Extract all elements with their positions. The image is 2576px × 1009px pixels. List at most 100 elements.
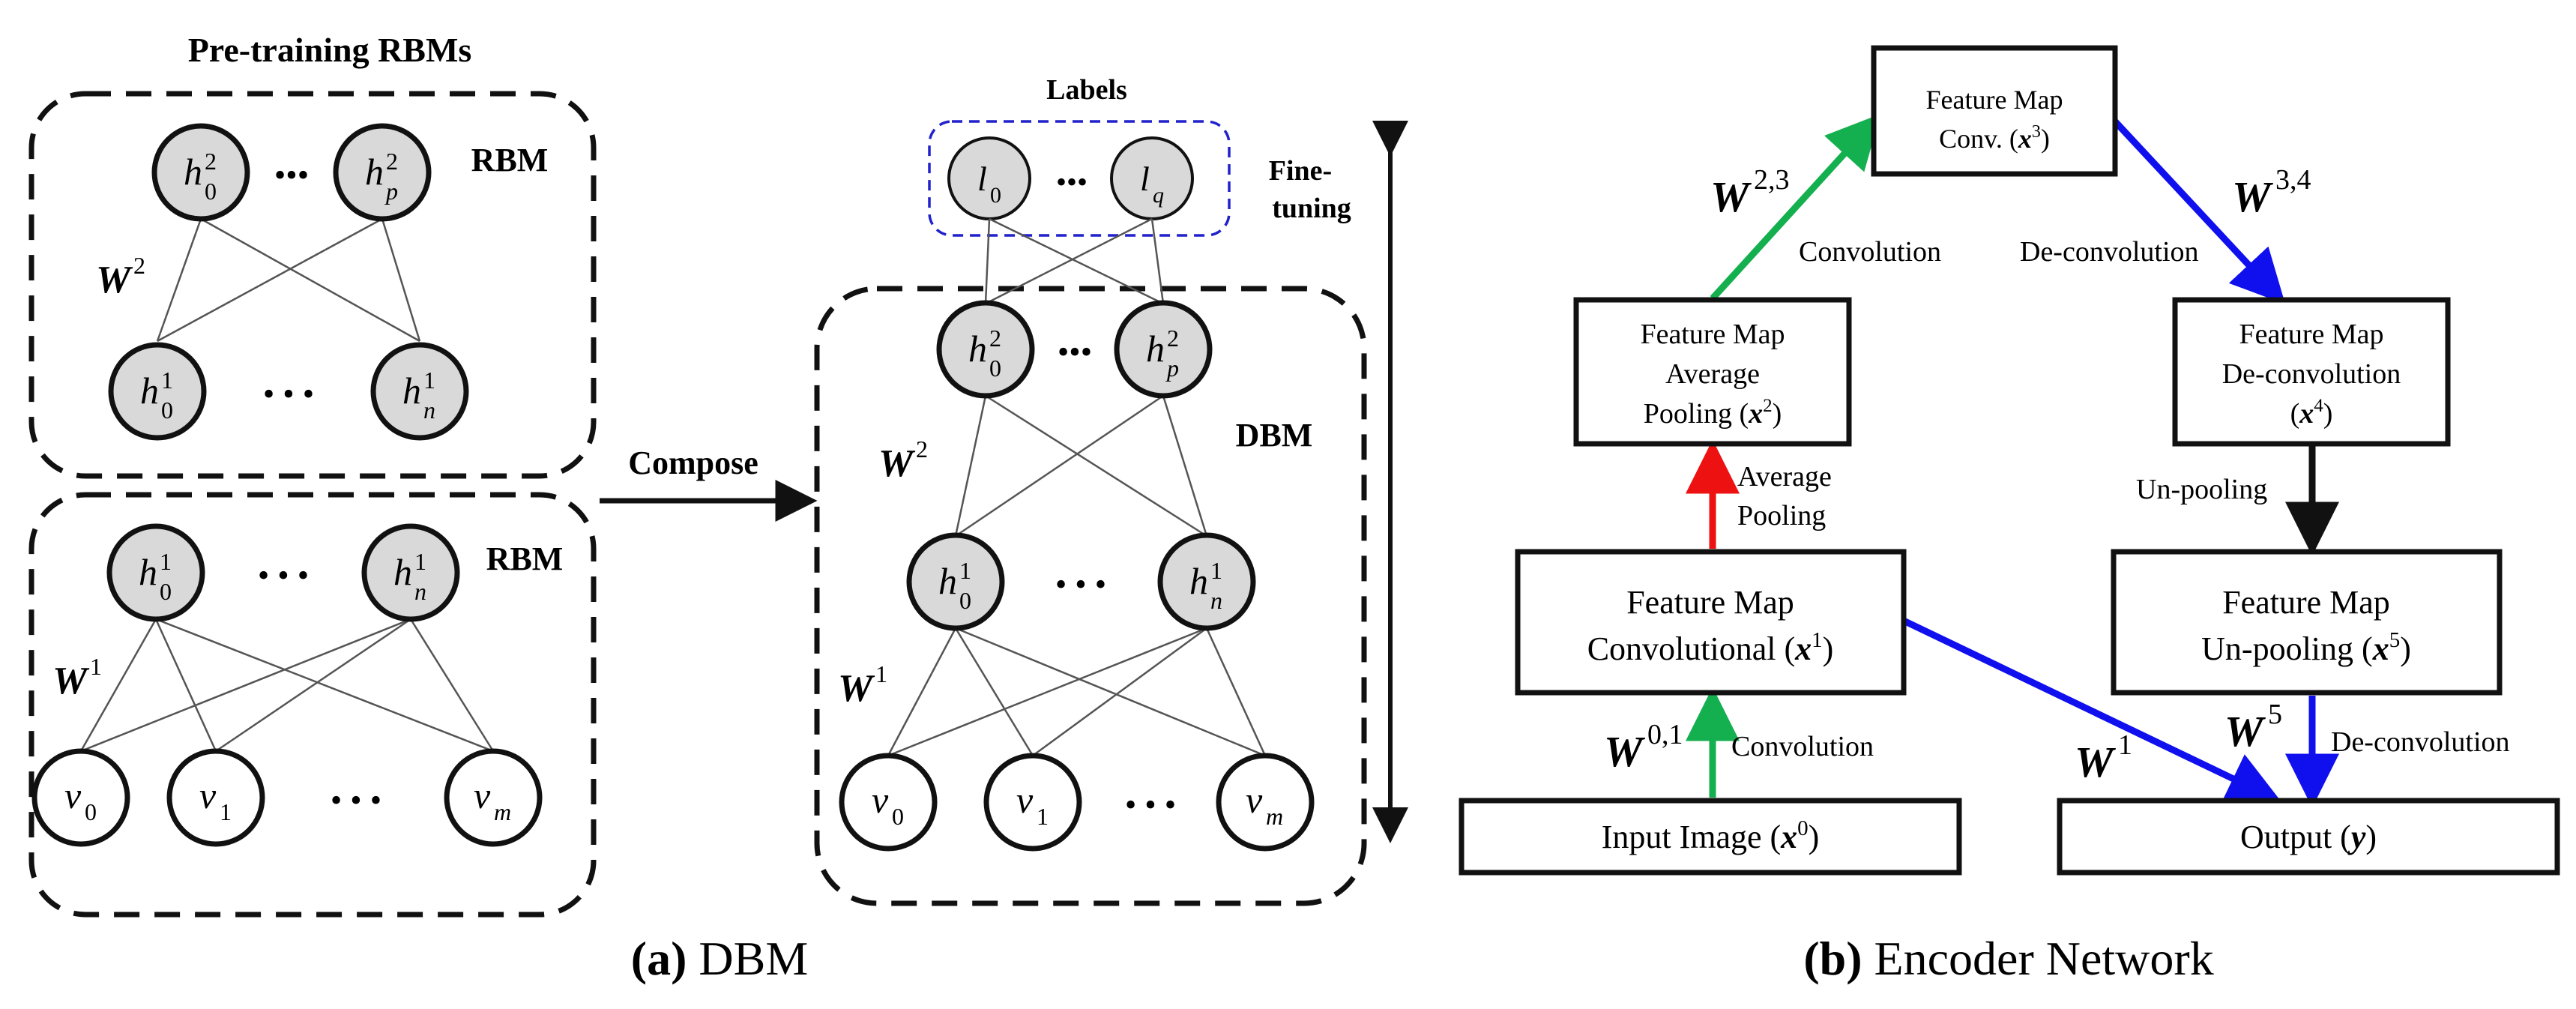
svg-text:Conv. (x3): Conv. (x3) (1939, 122, 2050, 154)
svg-text:v: v (199, 774, 217, 816)
svg-text:n: n (1210, 587, 1222, 614)
finetuning-label-2: tuning (1272, 193, 1351, 224)
svg-text:h: h (968, 328, 987, 370)
weight-w34: W 3,4 (2232, 164, 2311, 221)
bottom-rbm-dots-upper: • • • (258, 557, 309, 594)
svg-text:1: 1 (2118, 729, 2132, 761)
svg-text:h: h (140, 370, 159, 412)
svg-text:1: 1 (414, 548, 426, 575)
svg-text:(x4): (x4) (2290, 396, 2333, 430)
svg-text:Feature Map: Feature Map (1626, 584, 1794, 621)
dbm-dots-v: • • • (1125, 786, 1176, 823)
caption-a: (a) DBM (631, 932, 808, 985)
svg-text:l: l (1140, 160, 1150, 198)
bottom-rbm-h1-n: h 1 n (361, 523, 460, 622)
svg-text:1: 1 (220, 798, 232, 825)
svg-text:2: 2 (205, 148, 217, 175)
svg-text:1: 1 (90, 653, 102, 680)
label-convolution-bottom: Convolution (1731, 731, 1874, 762)
weight-w1: W 1 (2075, 729, 2132, 786)
svg-text:2: 2 (989, 325, 1001, 352)
panel-a-dbm: Pre-training RBMs RBM h 2 0 ••• h 2 p W … (28, 31, 1408, 985)
svg-text:1: 1 (1210, 557, 1222, 584)
box-feature-map-avgpool: Feature Map Average Pooling (x2) (1573, 297, 1852, 447)
label-unpooling: Un-pooling (2136, 474, 2267, 505)
svg-text:1: 1 (959, 557, 971, 584)
svg-text:v: v (474, 774, 491, 816)
labels-to-dbm-edges (984, 217, 1165, 305)
label-deconvolution-bottom: De-convolution (2331, 726, 2510, 758)
caption-b: (b) Encoder Network (1803, 932, 2213, 985)
svg-text:m: m (494, 798, 511, 825)
top-rbm-label: RBM (471, 142, 549, 178)
svg-text:0: 0 (892, 803, 904, 830)
pretraining-title: Pre-training RBMs (188, 31, 472, 69)
svg-text:n: n (414, 578, 426, 605)
top-rbm-h1-n: h 1 n (370, 342, 469, 441)
box-feature-map-unpool: Feature Map Un-pooling (x5) (2111, 549, 2503, 696)
dbm-label: DBM (1236, 417, 1313, 454)
dbm-h2-p: h 2 p (1114, 300, 1213, 399)
svg-text:W: W (1604, 727, 1645, 776)
svg-text:v: v (64, 774, 82, 816)
edge-deconv-conv3-to-x4 (2112, 118, 2286, 304)
top-rbm-edges (156, 217, 421, 343)
svg-text:h: h (1146, 328, 1165, 370)
dbm-w2-edges (954, 394, 1208, 537)
dbm-w1-edges (887, 627, 1267, 757)
box-feature-map-conv3: Feature Map Conv. (x3) (1871, 45, 2118, 177)
bottom-rbm-dots-lower: • • • (331, 782, 381, 819)
svg-text:Feature Map: Feature Map (2222, 584, 2390, 621)
svg-text:0,1: 0,1 (1647, 719, 1683, 750)
label-convolution-top: Convolution (1799, 236, 1941, 268)
svg-text:Feature Map: Feature Map (1926, 85, 2063, 115)
svg-text:W: W (1710, 172, 1752, 221)
box-output: Output (y) (2057, 798, 2560, 876)
top-rbm-dots-upper: ••• (274, 157, 309, 193)
bottom-rbm-v0: v 0 (31, 748, 130, 847)
dbm-h2-0: h 2 0 (936, 300, 1035, 399)
svg-text:0: 0 (205, 178, 217, 205)
svg-text:W: W (2075, 738, 2116, 786)
svg-text:l: l (977, 160, 987, 198)
edge-conv-avgpool-to-conv3 (1710, 114, 1881, 301)
svg-text:1: 1 (423, 367, 435, 394)
bottom-rbm-v1: v 1 (166, 748, 265, 847)
labels-title: Labels (1046, 74, 1127, 106)
dbm-dots-h1: • • • (1055, 566, 1106, 603)
svg-text:h: h (402, 370, 421, 412)
svg-text:W: W (838, 667, 875, 710)
svg-text:h: h (938, 560, 957, 602)
svg-text:Convolutional (x1): Convolutional (x1) (1587, 628, 1834, 667)
svg-text:0: 0 (161, 397, 173, 424)
svg-text:0: 0 (959, 587, 971, 614)
dbm-vm: v m (1216, 753, 1315, 852)
weight-w23: W 2,3 (1710, 164, 1790, 221)
svg-text:n: n (423, 397, 435, 424)
svg-text:p: p (1165, 355, 1179, 382)
top-rbm-w2: W 2 (96, 252, 145, 301)
svg-text:Feature Map: Feature Map (1640, 319, 1785, 350)
bottom-rbm-edges (79, 618, 495, 753)
svg-text:h: h (184, 151, 202, 193)
bottom-rbm-label: RBM (486, 540, 564, 577)
svg-text:W: W (52, 660, 90, 702)
label-pooling: Pooling (1737, 500, 1826, 531)
finetuning-label-1: Fine- (1269, 155, 1332, 187)
weight-w01: W 0,1 (1604, 719, 1683, 776)
svg-text:3,4: 3,4 (2275, 164, 2311, 196)
svg-text:v: v (872, 779, 889, 821)
svg-text:0: 0 (989, 355, 1001, 382)
svg-text:1: 1 (160, 548, 172, 575)
dbm-box (814, 286, 1367, 906)
svg-text:0: 0 (85, 798, 97, 825)
svg-text:Output (y): Output (y) (2240, 819, 2377, 855)
svg-text:2: 2 (386, 148, 398, 175)
svg-text:h: h (1189, 560, 1208, 602)
svg-text:Input Image (x0): Input Image (x0) (1602, 816, 1820, 855)
panel-b-encoder: Feature Map Conv. (x3) Feature Map Avera… (1459, 45, 2560, 985)
svg-text:v: v (1246, 779, 1263, 821)
weight-w5: W 5 (2224, 699, 2282, 756)
svg-text:p: p (384, 178, 398, 205)
